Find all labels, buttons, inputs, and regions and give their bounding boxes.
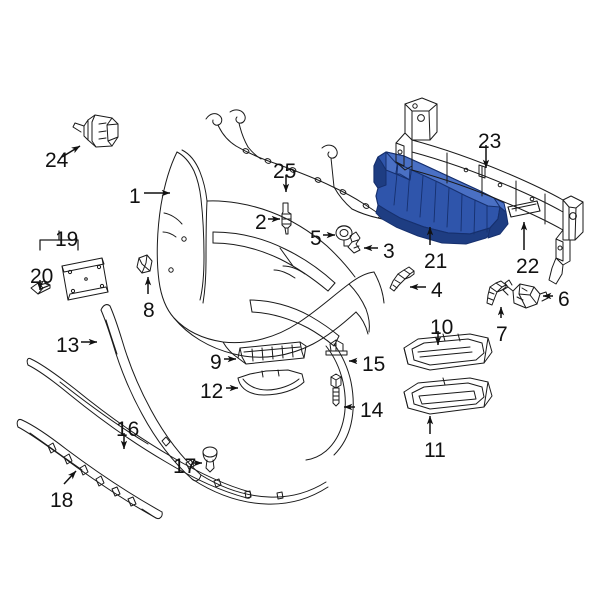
- callout-label-7[interactable]: 7: [496, 323, 508, 346]
- part-lower-valance-molding: [26, 357, 252, 499]
- part-push-pin-retainer: [335, 225, 353, 247]
- callout-label-19[interactable]: 19: [55, 228, 79, 251]
- part-retainer-clip: [347, 231, 361, 254]
- part-bumper-cover-clip: [136, 254, 153, 274]
- callout-label-2[interactable]: 2: [255, 211, 267, 234]
- callout-label-13[interactable]: 13: [56, 334, 80, 357]
- part-lower-grille-insert-left: [237, 341, 307, 365]
- part-trim-retainer-nut: [325, 339, 348, 356]
- part-bumper-cover-right-lower: [305, 343, 354, 461]
- part-trim-mounting-bolt: [330, 373, 342, 407]
- callout-label-11[interactable]: 11: [424, 439, 446, 462]
- callout-label-22[interactable]: 22: [516, 255, 540, 278]
- callout-label-3[interactable]: 3: [383, 240, 395, 263]
- callout-label-25[interactable]: 25: [273, 160, 297, 183]
- callout-label-1[interactable]: 1: [129, 185, 141, 208]
- callout-label-15[interactable]: 15: [362, 353, 386, 376]
- callout-label-24[interactable]: 24: [45, 149, 69, 172]
- callout-label-8[interactable]: 8: [143, 299, 155, 322]
- part-bumper-cover-bolt: [281, 202, 292, 235]
- part-park-assist-sensor: [502, 279, 549, 309]
- callout-label-17[interactable]: 17: [173, 455, 197, 478]
- callout-label-9[interactable]: 9: [210, 351, 222, 374]
- part-lower-grille-insert-right: [237, 369, 305, 396]
- callout-label-12[interactable]: 12: [200, 380, 224, 403]
- part-fog-lamp-trim-bezel: [403, 333, 493, 371]
- part-flange-bolt: [389, 266, 415, 292]
- callout-label-18[interactable]: 18: [50, 489, 74, 512]
- callout-label-10[interactable]: 10: [430, 316, 454, 339]
- callout-19-bracket: [39, 230, 79, 251]
- part-lower-spoiler-air-deflector: [16, 419, 163, 519]
- callout-label-23[interactable]: 23: [478, 130, 502, 153]
- part-bumper-wiring-harness: [205, 109, 391, 221]
- callout-leader-lines: [36, 145, 553, 485]
- part-bumper-cover-side-molding: [100, 304, 329, 505]
- part-front-bumper-cover: [156, 149, 385, 359]
- callout-label-4[interactable]: 4: [431, 279, 443, 302]
- part-fog-lamp-cover: [403, 377, 493, 415]
- callout-label-6[interactable]: 6: [558, 288, 570, 311]
- callout-label-16[interactable]: 16: [116, 418, 140, 441]
- callout-label-5[interactable]: 5: [310, 227, 322, 250]
- callout-label-21[interactable]: 21: [424, 250, 448, 273]
- part-impact-bar-pad: [507, 200, 541, 218]
- part-valance-push-pin: [202, 446, 218, 473]
- part-front-park-sensor: [72, 114, 119, 148]
- callout-label-14[interactable]: 14: [360, 399, 384, 422]
- part-sensor-mount-screw: [486, 280, 507, 306]
- part-license-plate-bracket: [61, 257, 109, 301]
- part-bumper-impact-reinforcement-bar: [395, 97, 584, 285]
- callout-label-20[interactable]: 20: [30, 265, 54, 288]
